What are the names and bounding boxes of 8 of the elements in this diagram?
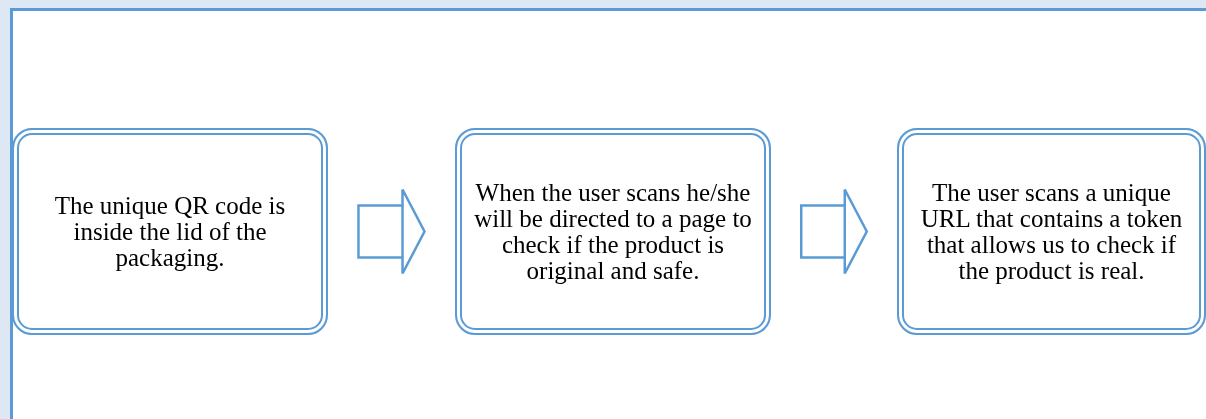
step-text: The unique QR code is inside the lid of the packaging. [53,192,287,271]
process-box [455,128,771,335]
process-box [897,128,1206,335]
block-arrow [357,188,426,275]
block-arrow [800,188,869,275]
step-text: When the user scans he/she will be directed to a page to check if the product is original and safe. [473,179,753,284]
process-box [12,128,328,335]
step-text: The user scans a unique URL that contains a token that allows us to check if the product is real. [919,179,1184,284]
